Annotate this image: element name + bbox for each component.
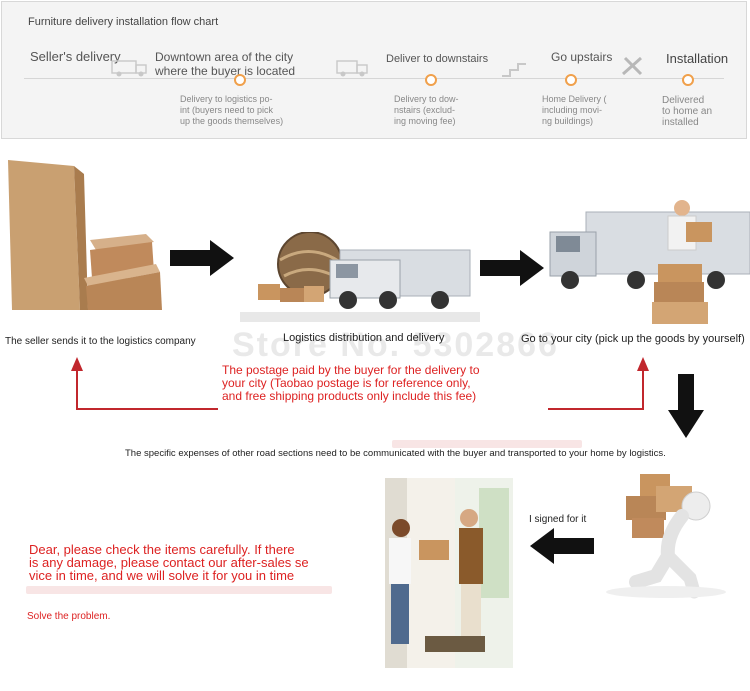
arrow-right-icon (480, 250, 544, 286)
man-carrying-boxes-image (606, 474, 726, 599)
postage-note: The postage paid by the buyer for the de… (222, 363, 480, 403)
stage-go-upstairs: Go upstairs (551, 50, 613, 64)
caption-logistics-distribution: Logistics distribution and delivery (283, 332, 445, 344)
flow-chart-panel: Furniture delivery installation flow cha… (1, 1, 747, 139)
stage-seller-delivery: Seller's delivery (30, 49, 121, 64)
door-delivery-image (385, 478, 513, 668)
timeline-dot (234, 74, 246, 86)
desc-home-delivery: Home Delivery ( including movi- ng build… (542, 94, 607, 126)
arrow-left-icon (530, 528, 594, 564)
desc-installed: Delivered to home an installed (662, 95, 713, 128)
timeline-line (24, 78, 724, 79)
truck-icon (336, 60, 368, 77)
arrow-down-icon (668, 374, 704, 438)
stage-installation: Installation (666, 51, 729, 66)
truck-icon (111, 60, 147, 77)
red-connector-bottom-right (548, 408, 644, 410)
flow-chart-title: Furniture delivery installation flow cha… (28, 16, 219, 28)
caption-go-to-your-city: Go to your city (pick up the goods by yo… (521, 333, 745, 345)
red-arrow-up-icon (71, 357, 83, 371)
red-connector-bottom-left (76, 408, 218, 410)
cardboard-boxes-image (8, 160, 162, 310)
stairs-icon (502, 63, 526, 77)
stage-downtown-area: Downtown area of the city where the buye… (155, 50, 296, 78)
signed-caption: I signed for it (529, 514, 587, 525)
stage-deliver-downstairs: Deliver to downstairs (386, 53, 489, 65)
caption-seller-sends: The seller sends it to the logistics com… (5, 336, 196, 347)
arrow-right-icon (170, 240, 234, 276)
tools-icon (622, 56, 643, 76)
timeline-dot (565, 74, 577, 86)
timeline-dot (682, 74, 694, 86)
solve-problem-caption: Solve the problem. (27, 611, 111, 622)
watermark: Store No. 5302866 (232, 326, 559, 364)
desc-logistics-point: Delivery to logistics po- int (buyers ne… (180, 94, 284, 126)
desc-downstairs: Delivery to dow- nstairs (exclud- ing mo… (394, 94, 459, 126)
red-connector-right (642, 366, 644, 410)
expenses-note: The specific expenses of other road sect… (125, 448, 666, 459)
timeline-dot (425, 74, 437, 86)
red-arrow-up-icon (637, 357, 649, 371)
check-items-note: Dear, please check the items carefully. … (29, 542, 309, 583)
logistics-trucks-image (240, 232, 480, 322)
blurred-text-bar (392, 440, 582, 448)
truck-delivery-man-image (549, 200, 750, 324)
blurred-text-bar (26, 586, 332, 594)
red-connector-left (76, 366, 78, 410)
